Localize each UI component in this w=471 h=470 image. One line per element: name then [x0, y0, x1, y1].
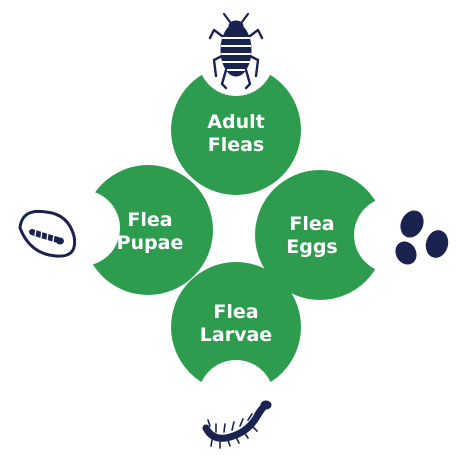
stage-larvae-label-line2: Larvae	[200, 324, 272, 346]
stage-adult-label-line2: Fleas	[208, 134, 265, 156]
adult-flea-icon	[208, 12, 264, 90]
stage-flea-pupae: Flea Pupae	[83, 165, 213, 295]
stage-flea-larvae: Flea Larvae	[171, 262, 301, 392]
flea-larva-icon	[202, 400, 272, 449]
stage-larvae-circle	[171, 262, 301, 392]
stage-adult-fleas: Adult Fleas	[171, 65, 301, 195]
flea-pupa-icon	[18, 209, 77, 258]
stage-adult-circle	[171, 65, 301, 195]
stage-flea-eggs: Flea Eggs	[255, 170, 385, 300]
stage-pupae-label-line2: Pupae	[117, 232, 184, 254]
stage-pupae-label-line1: Flea	[127, 209, 172, 231]
stage-eggs-circle	[255, 170, 385, 300]
stage-pupae-circle	[83, 165, 213, 295]
stage-eggs-label-line1: Flea	[289, 213, 334, 235]
stage-larvae-label-line1: Flea	[213, 301, 258, 323]
stage-eggs-label-line2: Eggs	[286, 236, 338, 258]
stage-adult-label-line1: Adult	[207, 111, 264, 133]
flea-eggs-icon	[395, 210, 449, 265]
